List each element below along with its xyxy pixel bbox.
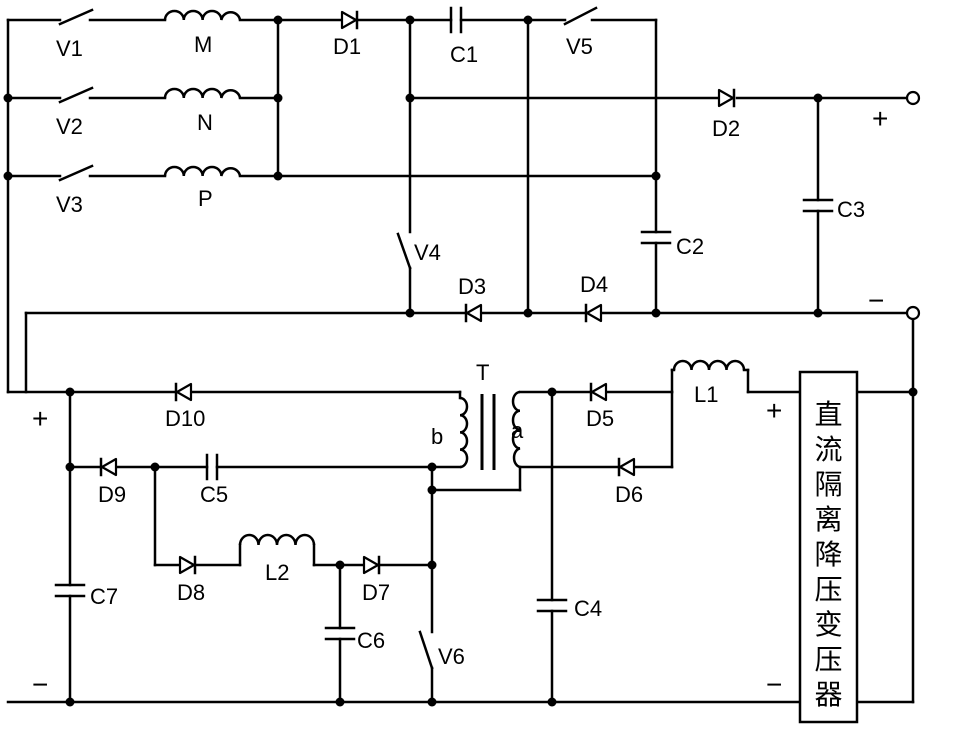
left-minus-sign: − — [32, 669, 48, 700]
switch-v1 — [60, 10, 92, 24]
diode-d8 — [180, 557, 195, 573]
output-terminal-negative — [907, 307, 919, 319]
switch-v3 — [60, 166, 92, 180]
capacitor-c6 — [326, 628, 354, 639]
switch-v2 — [60, 88, 92, 102]
label-d8: D8 — [177, 580, 205, 605]
diode-d9 — [101, 459, 116, 475]
switch-v5 — [565, 8, 596, 24]
output-plus-sign: + — [872, 103, 888, 134]
label-winding-b: b — [431, 424, 443, 449]
inductor-p — [165, 167, 240, 176]
label-winding-a: a — [511, 418, 524, 443]
label-d9: D9 — [98, 482, 126, 507]
label-d1: D1 — [333, 34, 361, 59]
label-d7: D7 — [362, 580, 390, 605]
label-v4: V4 — [414, 240, 441, 265]
label-d4: D4 — [580, 272, 608, 297]
diode-d1 — [342, 12, 357, 28]
capacitor-c1 — [451, 8, 461, 32]
label-l2: L2 — [265, 560, 289, 585]
diode-d3 — [466, 305, 481, 321]
box-char: 压 — [814, 573, 842, 606]
box-char: 隔 — [814, 468, 842, 501]
inductor-m — [165, 11, 240, 20]
label-d6: D6 — [615, 482, 643, 507]
box-char: 降 — [814, 538, 842, 571]
label-p: P — [198, 186, 213, 211]
box-char: 流 — [814, 433, 842, 466]
label-d3: D3 — [458, 274, 486, 299]
label-c5: C5 — [200, 482, 228, 507]
output-terminal-positive — [907, 92, 919, 104]
capacitor-c3 — [804, 200, 832, 211]
diode-d10 — [176, 384, 191, 400]
diode-d7 — [364, 557, 379, 573]
label-n: N — [197, 110, 213, 135]
label-transformer-t: T — [476, 360, 489, 385]
label-v3: V3 — [56, 192, 83, 217]
switch-v6 — [420, 632, 432, 668]
capacitor-c2 — [642, 232, 670, 243]
box-plus-sign: + — [766, 395, 782, 426]
inductor-n — [165, 89, 240, 98]
capacitor-c5 — [207, 455, 217, 479]
label-v5: V5 — [566, 34, 593, 59]
transformer-winding-b — [460, 398, 467, 467]
label-c2: C2 — [676, 234, 704, 259]
label-d10: D10 — [165, 406, 205, 431]
box-char: 离 — [814, 503, 842, 536]
label-v6: V6 — [438, 644, 465, 669]
diode-d2 — [719, 90, 734, 106]
capacitor-c7 — [56, 585, 84, 596]
label-d2: D2 — [712, 116, 740, 141]
label-v2: V2 — [56, 114, 83, 139]
output-minus-sign: − — [868, 285, 884, 316]
box-char: 压 — [814, 643, 842, 676]
label-c4: C4 — [574, 596, 602, 621]
label-c1: C1 — [450, 42, 478, 67]
capacitor-c4 — [538, 600, 566, 611]
inductor-l2 — [240, 535, 314, 545]
box-char: 器 — [814, 678, 842, 711]
box-char: 变 — [814, 608, 842, 641]
label-l1: L1 — [694, 382, 718, 407]
switch-v4 — [398, 234, 410, 268]
label-d5: D5 — [586, 406, 614, 431]
label-c7: C7 — [90, 584, 118, 609]
diode-d4 — [586, 305, 601, 321]
left-plus-sign: + — [32, 403, 48, 434]
diode-d6 — [619, 459, 634, 475]
label-c6: C6 — [357, 628, 385, 653]
label-m: M — [194, 32, 212, 57]
junction-dots — [4, 16, 918, 707]
inductor-l1 — [674, 361, 744, 370]
label-v1: V1 — [56, 36, 83, 61]
box-minus-sign: − — [766, 669, 782, 700]
label-c3: C3 — [837, 197, 865, 222]
diode-d5 — [591, 384, 606, 400]
box-char: 直 — [814, 398, 842, 431]
